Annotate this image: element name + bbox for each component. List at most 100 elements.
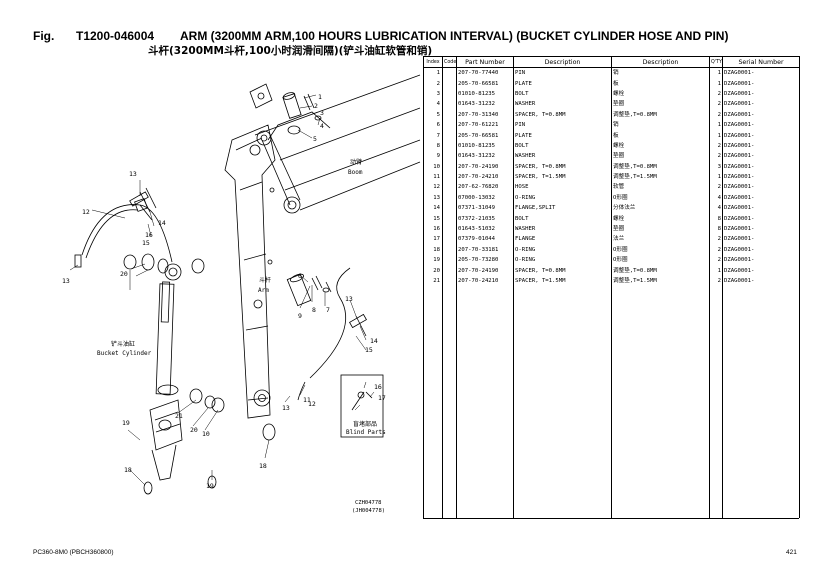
blind-parts-label-cn: 盲堵部品: [353, 420, 377, 428]
col-qty: Q'TY: [709, 56, 723, 68]
bucket-cylinder: [149, 263, 183, 481]
callout-6: 6: [298, 272, 302, 280]
cell-serial: DZAG0001-: [722, 244, 800, 256]
cell-description-cn: 调整垫,T=0.8MM: [611, 109, 710, 120]
cell-qty: 8: [709, 223, 723, 235]
callout-16: 16: [145, 231, 153, 239]
cell-serial: DZAG0001-: [722, 182, 800, 193]
cell-description-cn: 调整垫,T=1.5MM: [611, 275, 710, 287]
cell-code: [442, 182, 457, 193]
cell-qty: 2: [709, 88, 723, 100]
table-bottom-rule: [423, 518, 799, 519]
cell-qty: 1: [709, 119, 723, 131]
cell-index: 5: [423, 109, 443, 120]
cell-code: [442, 151, 457, 162]
cell-serial: DZAG0001-: [722, 192, 800, 204]
cell-description-cn: 螺栓: [611, 88, 710, 100]
cell-description-en: SPACER, T=1.5MM: [513, 275, 612, 287]
cell-part-number: 207-70-24210: [456, 171, 514, 183]
cell-qty: 1: [709, 78, 723, 89]
cell-index: 13: [423, 192, 443, 204]
cell-serial: DZAG0001-: [722, 203, 800, 214]
page-title-cn: 斗杆(3200MM斗杆,100小时润滑间隔)(铲斗油缸软管和销): [148, 45, 433, 57]
cell-description-en: PIN: [513, 119, 612, 131]
pin-middle-group: [286, 273, 332, 307]
cell-description-en: WASHER: [513, 223, 612, 235]
callout-labels: 1 2 3 4 5 6 7 8 9 11 13 12 13 14 15 13 1…: [62, 93, 386, 490]
cell-part-number: 207-70-24190: [456, 161, 514, 172]
cell-part-number: 205-70-66581: [456, 78, 514, 89]
cell-part-number: 205-70-66581: [456, 130, 514, 141]
cell-description-cn: 调整垫,T=0.8MM: [611, 161, 710, 172]
cell-description-cn: 调整垫,T=0.8MM: [611, 265, 710, 276]
callout-13d: 13: [62, 277, 70, 285]
cell-part-number: 07379-01044: [456, 234, 514, 245]
cell-qty: 1: [709, 130, 723, 141]
cell-serial: DZAG0001-: [722, 67, 800, 79]
cell-description-cn: 分体法兰: [611, 203, 710, 214]
cell-qty: 1: [709, 67, 723, 79]
cell-code: [442, 203, 457, 214]
callout-20: 20: [120, 270, 128, 278]
cell-description-en: PLATE: [513, 78, 612, 89]
spacer-rings: [123, 253, 276, 495]
cell-code: [442, 275, 457, 287]
cell-serial: DZAG0001-: [722, 161, 800, 172]
cell-description-cn: O形圈: [611, 255, 710, 266]
col-code: Code: [442, 56, 457, 68]
cell-qty: 2: [709, 182, 723, 193]
callout-4: 4: [320, 122, 324, 130]
cell-code: [442, 78, 457, 89]
fig-code: T1200-046004: [76, 29, 155, 43]
cell-description-cn: O形圈: [611, 244, 710, 256]
cell-serial: DZAG0001-: [722, 151, 800, 162]
cell-part-number: 207-70-24210: [456, 275, 514, 287]
callout-10: 10: [202, 430, 210, 438]
boom-label-en: Boom: [348, 169, 363, 176]
cell-part-number: 205-70-73280: [456, 255, 514, 266]
drawing-ref-1: CZH04778: [355, 500, 382, 506]
cell-description-en: O-RING: [513, 192, 612, 204]
cell-code: [442, 171, 457, 183]
cell-code: [442, 88, 457, 100]
cell-code: [442, 234, 457, 245]
cell-description-cn: 螺栓: [611, 140, 710, 152]
blind-parts-label-en: Blind Parts: [346, 429, 386, 436]
bucket-cyl-label-en: Bucket Cylinder: [97, 350, 152, 357]
cell-description-cn: 垫圈: [611, 99, 710, 110]
cell-index: 7: [423, 130, 443, 141]
cell-index: 2: [423, 78, 443, 89]
table-header-row: Index Code Part Number Description Descr…: [423, 56, 800, 68]
cell-index: 8: [423, 140, 443, 152]
cell-code: [442, 265, 457, 276]
cell-part-number: 01643-51032: [456, 223, 514, 235]
callout-13c: 13: [345, 295, 353, 303]
parts-table: Index Code Part Number Description Descr…: [423, 56, 800, 287]
cell-serial: DZAG0001-: [722, 78, 800, 89]
cell-code: [442, 140, 457, 152]
cell-description-en: SPACER, T=0.8MM: [513, 265, 612, 276]
callout-14c: 14: [370, 337, 378, 345]
cell-index: 21: [423, 275, 443, 287]
cell-qty: 2: [709, 99, 723, 110]
cell-part-number: 207-62-76820: [456, 182, 514, 193]
cell-index: 14: [423, 203, 443, 214]
page-number: 421: [786, 549, 797, 556]
cell-code: [442, 99, 457, 110]
cell-code: [442, 119, 457, 131]
cell-description-cn: 调整垫,T=1.5MM: [611, 171, 710, 183]
callout-20b: 20: [190, 426, 198, 434]
cell-description-cn: 螺栓: [611, 213, 710, 224]
flange-bolts: [129, 187, 367, 337]
cell-serial: DZAG0001-: [722, 88, 800, 100]
cell-serial: DZAG0001-: [722, 275, 800, 287]
cell-part-number: 01643-31232: [456, 151, 514, 162]
